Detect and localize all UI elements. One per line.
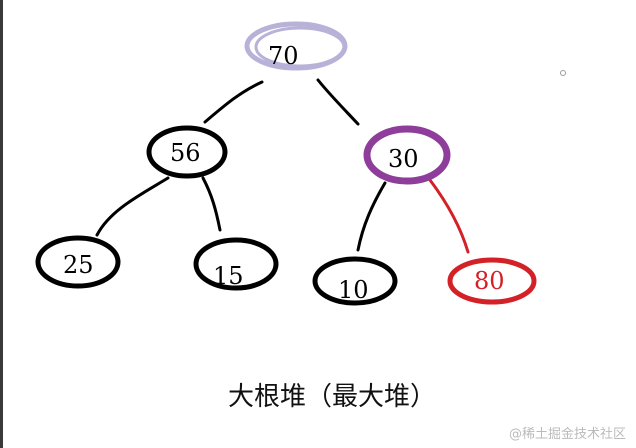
edge-30-10	[356, 181, 387, 252]
node-10-label: 10	[338, 276, 369, 304]
node-15-label: 15	[213, 262, 244, 290]
node-80-label: 80	[474, 267, 505, 295]
node-10: 10	[312, 256, 398, 306]
edge-70-56	[203, 80, 264, 124]
node-15: 15	[193, 237, 279, 291]
edge-70-30	[316, 78, 360, 126]
edge-56-15	[201, 176, 222, 232]
watermark: @稀土掘金技术社区	[508, 427, 626, 442]
edge-30-80	[428, 178, 470, 254]
node-56-label: 56	[170, 139, 201, 167]
node-70-label: 70	[268, 42, 299, 70]
node-30: 30	[363, 125, 451, 185]
window-left-border	[0, 0, 3, 448]
node-25: 25	[35, 235, 121, 289]
node-30-label: 30	[388, 145, 419, 173]
node-25-label: 25	[63, 251, 94, 279]
node-80: 80	[447, 257, 537, 305]
edge-56-25	[95, 176, 170, 237]
stray-dot	[560, 70, 566, 76]
node-70: 70	[244, 21, 348, 71]
diagram-caption: 大根堆（最大堆）	[228, 382, 437, 412]
node-56: 56	[146, 125, 228, 179]
